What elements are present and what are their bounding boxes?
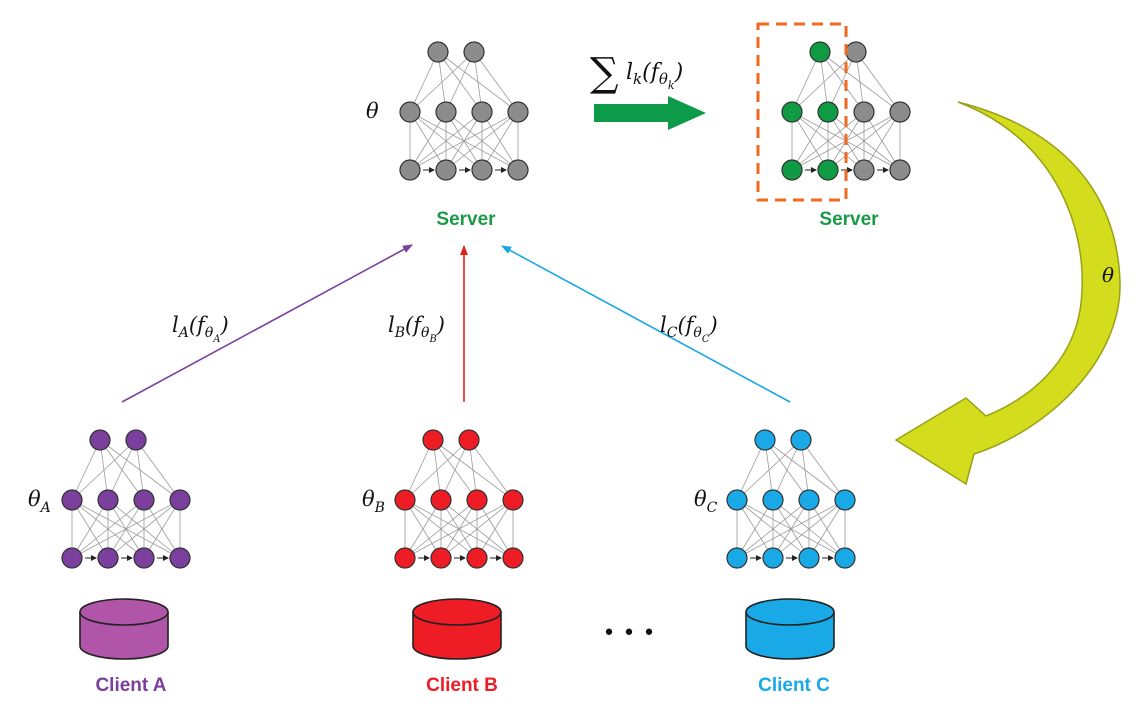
network-node <box>427 41 449 63</box>
network-node <box>125 429 147 451</box>
network-node <box>399 101 421 123</box>
network-node <box>853 101 875 123</box>
client-c-theta-label: θC <box>694 487 718 516</box>
client-b-theta-label: θB <box>362 487 385 516</box>
network-node <box>502 489 524 511</box>
network-node <box>726 547 748 569</box>
network-node <box>834 489 856 511</box>
broadcast-curve-arrow <box>894 101 1121 486</box>
server-theta-label: θ <box>366 99 379 123</box>
client-c-loss-label: lC(fθC) <box>660 313 718 345</box>
network-node <box>762 489 784 511</box>
network-node <box>435 101 457 123</box>
network-node <box>809 41 831 63</box>
client-c-database-icon <box>745 598 835 660</box>
client-c-label: Client C <box>758 675 830 696</box>
svg-text:lk(fθk): lk(fθk) <box>626 60 683 92</box>
network-node <box>463 41 485 63</box>
aggregation-arrow <box>594 96 706 130</box>
network-node <box>817 159 839 181</box>
client-b-label: Client B <box>426 675 498 696</box>
network-node <box>61 547 83 569</box>
client-a-theta-label: θA <box>28 487 51 516</box>
network-node <box>466 489 488 511</box>
server-label: Server <box>436 209 496 230</box>
network-node <box>726 489 748 511</box>
client-c-upload-arrow <box>501 245 791 403</box>
network-node <box>97 547 119 569</box>
network-node <box>466 547 488 569</box>
client-a-loss-label: lA(fθA) <box>172 313 229 345</box>
network-node <box>889 101 911 123</box>
loss-symbol: l <box>626 60 633 85</box>
network-node <box>169 547 191 569</box>
network-node <box>394 489 416 511</box>
network-node <box>502 547 524 569</box>
network-node <box>394 547 416 569</box>
network-node <box>817 101 839 123</box>
client-b-loss-label: lB(fθB) <box>388 313 445 345</box>
network-node <box>458 429 480 451</box>
network-node <box>790 429 812 451</box>
network-node <box>89 429 111 451</box>
network-node <box>169 489 191 511</box>
network-node <box>781 159 803 181</box>
client-b-network <box>394 429 524 569</box>
network-node <box>834 547 856 569</box>
selected-subnetwork-box <box>756 22 848 202</box>
network-node <box>845 41 867 63</box>
sum-symbol: ∑ <box>590 50 619 96</box>
network-node <box>435 159 457 181</box>
more-clients-ellipsis: • • • <box>603 621 656 646</box>
aggregated-server-network <box>781 41 911 181</box>
network-node <box>762 547 784 569</box>
network-node <box>97 489 119 511</box>
server-network <box>399 41 529 181</box>
client-b-database-icon <box>412 598 502 660</box>
network-node <box>61 489 83 511</box>
network-node <box>507 159 529 181</box>
aggregated-server-label: Server <box>819 209 879 230</box>
aggregation-formula: ∑ lk(fθk) <box>590 50 683 96</box>
broadcast-theta-label: θ <box>1102 263 1114 287</box>
network-node <box>853 159 875 181</box>
network-node <box>399 159 421 181</box>
network-node <box>133 489 155 511</box>
network-node <box>798 489 820 511</box>
network-node <box>798 547 820 569</box>
client-a-label: Client A <box>95 675 166 696</box>
network-node <box>430 489 452 511</box>
network-node <box>422 429 444 451</box>
client-a-upload-arrow <box>121 244 413 403</box>
network-node <box>754 429 776 451</box>
param-symbol: θ <box>659 70 668 88</box>
network-node <box>471 159 493 181</box>
param-index: k <box>668 79 675 92</box>
network-node <box>471 101 493 123</box>
loss-index: k <box>633 70 642 88</box>
network-node <box>430 547 452 569</box>
network-node <box>889 159 911 181</box>
client-a-database-icon <box>79 598 169 660</box>
network-node <box>133 547 155 569</box>
client-a-network <box>61 429 191 569</box>
client-c-network <box>726 429 856 569</box>
network-node <box>781 101 803 123</box>
network-node <box>507 101 529 123</box>
